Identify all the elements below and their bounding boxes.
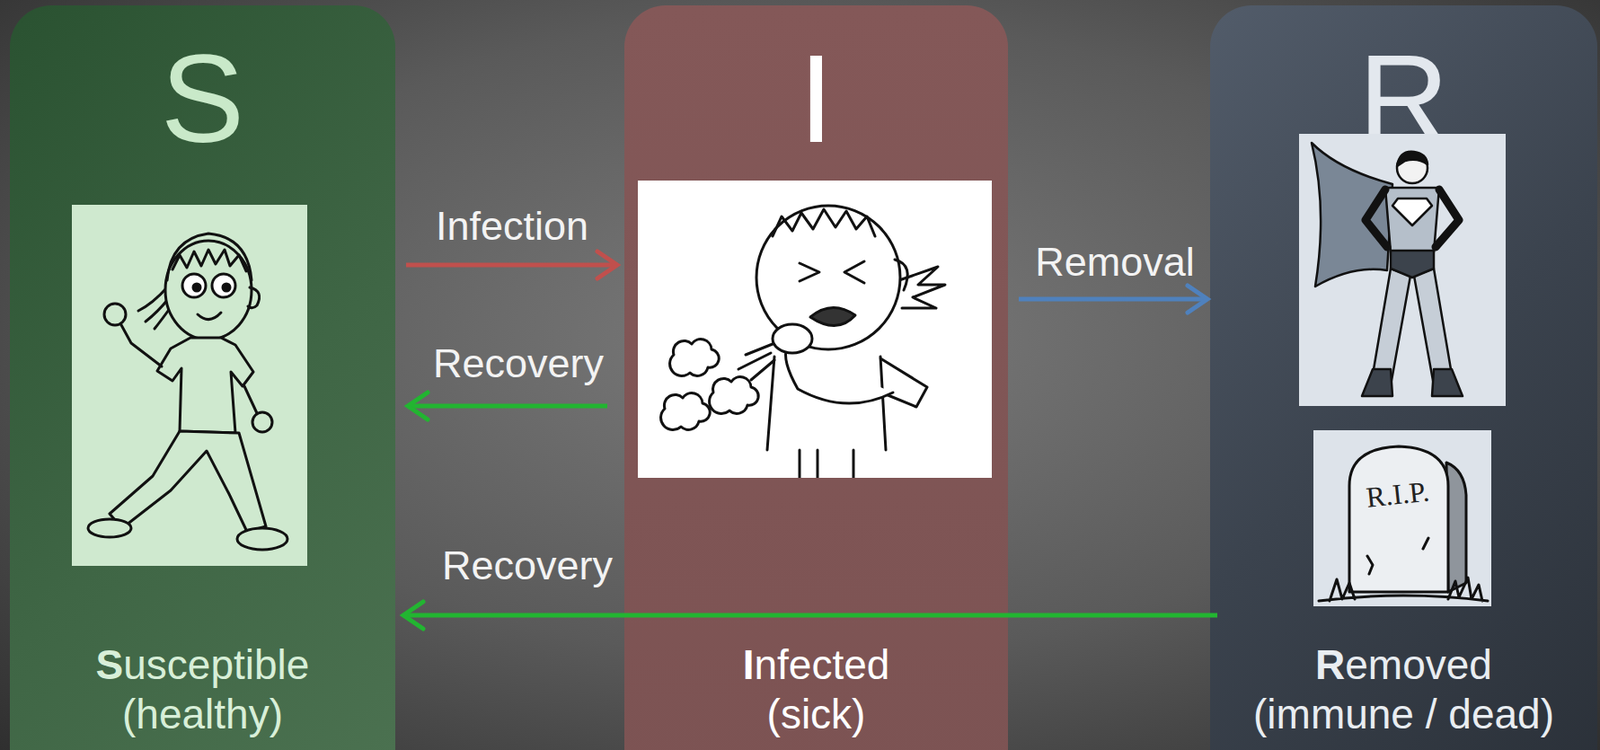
hero-arm [1435,189,1459,248]
tombstone-drawing [1318,446,1488,602]
flying-hair [896,266,946,309]
hero-cape [1311,142,1393,287]
edge-label: Recovery [433,339,604,389]
compartment-name: Susceptible (healthy) [68,640,338,740]
hero-shield [1392,198,1433,226]
picture-background [71,204,308,566]
kid-pupil [193,283,201,292]
kid-arm [120,323,162,367]
kid-eye [182,274,206,298]
stone-crack [1367,538,1429,575]
arrow-shaft [406,263,616,268]
flow-arrow [1018,285,1208,313]
kid-hair-strands [138,287,171,329]
kid-shoe [88,519,132,538]
grass [1318,577,1488,602]
arrow-head [597,251,618,279]
hero-boot [1361,369,1463,397]
cough-puff [709,377,760,415]
stone-front [1349,446,1449,593]
sick-fist [772,324,813,354]
kid-arm [244,386,257,414]
arrow-head [1187,285,1208,313]
compartment-name: Infected (sick) [717,640,916,740]
sick-ear [894,259,908,291]
kid-fist [104,303,126,326]
hero-arm [1365,189,1388,248]
kid-pupil [222,283,230,292]
compartment-letter: S [9,35,396,162]
compartment-letter: I [624,35,1008,162]
sick-legs [799,450,854,478]
kid-drawing [88,233,288,550]
hero-hair [1396,151,1428,167]
picture-background [637,180,992,478]
kid-eye [212,274,236,298]
sick-head [756,205,901,350]
picture-background [1313,430,1492,607]
open-mouth [810,307,856,326]
compartment-band: I Infected (sick) [624,5,1008,750]
kid-shoe [237,528,288,550]
edge-label: Removal [1034,238,1195,287]
superhero-drawing [1311,142,1463,397]
hero-leg [1370,268,1411,386]
squint-eye [844,261,865,283]
flow-arrow [403,601,1218,629]
hero-leg [1414,268,1454,386]
cough-puff [670,339,720,377]
hero-head [1396,152,1428,184]
sick-kid-drawing [661,205,946,478]
compartment-band: S Susceptible (healthy) [9,5,396,750]
cough-lines [738,344,775,381]
arrow-shaft [405,613,1218,619]
cough-puff [661,393,711,431]
kid-head [165,240,252,340]
compartment-name: Removed (immune / dead) [1242,640,1566,740]
arrow-head [407,392,428,420]
tombstone-inscription: R.I.P. [1364,474,1432,513]
kid-fist [252,412,273,433]
sick-shirt [767,356,928,451]
sick-hair [772,209,876,237]
bent-arm [786,347,894,404]
flow-arrow [406,251,618,279]
kid-ear [247,287,260,309]
edge-label: Infection [435,202,589,251]
edge-label: Recovery [441,541,613,591]
kid-shirt [157,337,254,434]
flow-arrow [407,392,608,420]
picture-background [1299,133,1506,407]
arrow-head [403,601,424,629]
kid-pants [109,431,266,532]
hero-briefs [1390,250,1434,278]
compartment-letter: R [1210,35,1598,162]
hero-torso [1385,187,1440,253]
arrow-shaft [1018,297,1206,302]
kid-smile [197,312,221,320]
stone-side [1446,462,1467,593]
kid-hair [167,233,252,281]
compartment-band: R Removed (immune / dead) [1210,5,1598,750]
arrow-shaft [409,404,608,409]
squint-eye [799,263,820,282]
